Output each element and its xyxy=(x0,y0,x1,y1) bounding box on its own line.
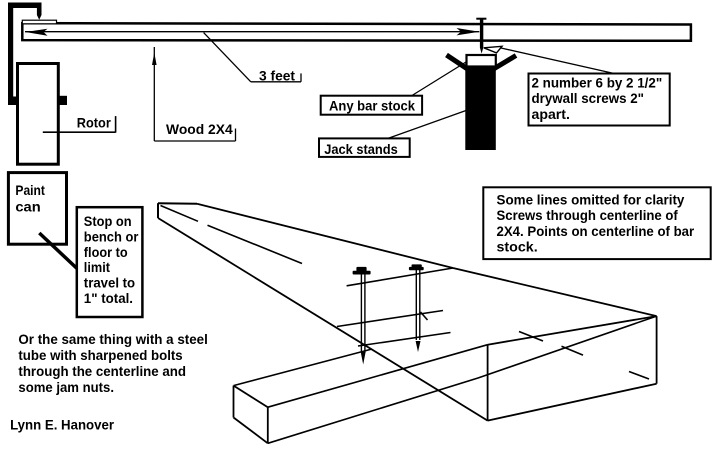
svg-text:Some lines omitted for clarity: Some lines omitted for clarity xyxy=(497,191,685,207)
svg-text:tube with sharpened bolts: tube with sharpened bolts xyxy=(18,347,182,363)
svg-text:Lynn E. Hanover: Lynn E. Hanover xyxy=(10,416,114,432)
svg-text:Wood 2X4: Wood 2X4 xyxy=(166,121,233,137)
svg-text:Any bar stock: Any bar stock xyxy=(329,97,415,113)
svg-text:2 number 6 by 2 1/2": 2 number 6 by 2 1/2" xyxy=(532,74,663,90)
svg-text:Stop on: Stop on xyxy=(84,213,132,229)
svg-text:Paint: Paint xyxy=(15,182,45,198)
svg-text:3 feet: 3 feet xyxy=(259,68,295,84)
svg-text:drywall screws 2": drywall screws 2" xyxy=(532,90,645,106)
svg-text:can: can xyxy=(15,199,40,215)
svg-text:travel to: travel to xyxy=(84,275,135,291)
svg-text:2X4. Points on centerline of b: 2X4. Points on centerline of bar xyxy=(497,223,695,239)
svg-text:Rotor: Rotor xyxy=(77,115,111,131)
svg-text:Jack stands: Jack stands xyxy=(324,141,398,157)
svg-text:apart.: apart. xyxy=(532,106,570,122)
svg-text:limit: limit xyxy=(84,259,111,275)
svg-text:some jam nuts.: some jam nuts. xyxy=(18,379,114,395)
svg-text:bench or: bench or xyxy=(84,228,139,244)
svg-text:Screws through centerline of: Screws through centerline of xyxy=(497,207,679,223)
svg-text:floor to: floor to xyxy=(84,244,128,260)
svg-text:through the centerline and: through the centerline and xyxy=(18,363,186,379)
svg-text:stock.: stock. xyxy=(497,239,538,255)
svg-text:1" total.: 1" total. xyxy=(84,290,133,306)
svg-text:Or the same thing with a steel: Or the same thing with a steel xyxy=(18,331,207,347)
